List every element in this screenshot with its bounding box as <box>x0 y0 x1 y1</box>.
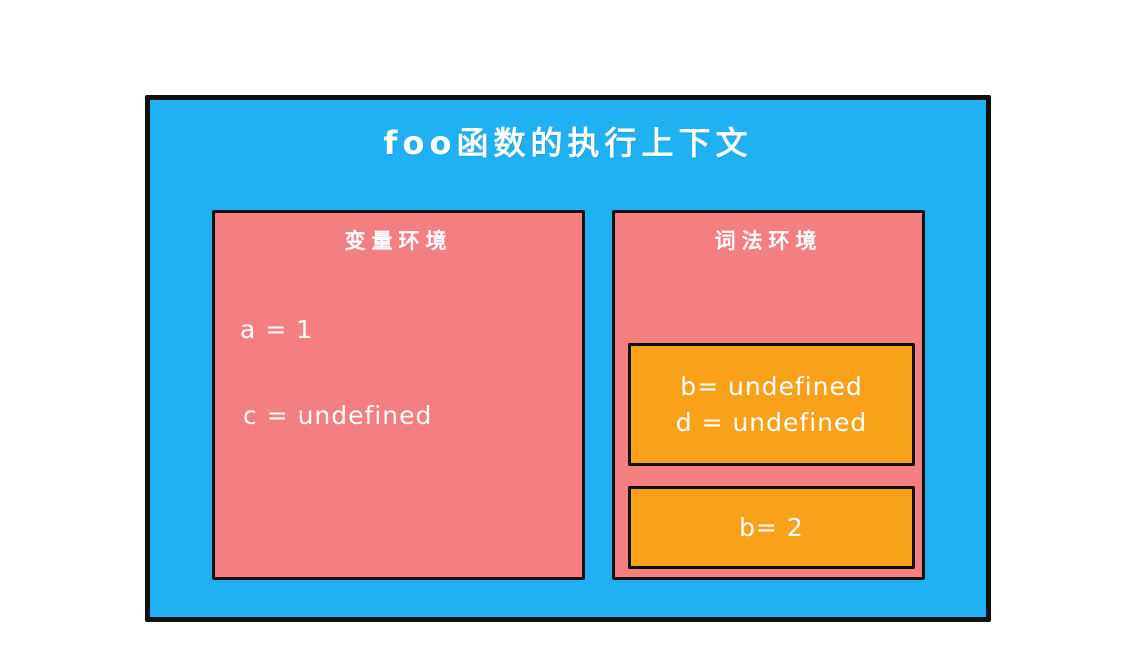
lexical-entry-b-undefined: b= undefined <box>680 371 863 401</box>
variable-entry-c: c = undefined <box>243 401 433 430</box>
diagram-title: foo函数的执行上下文 <box>383 124 753 162</box>
execution-context-box: foo函数的执行上下文 变量环境 a = 1 c = undefined 词法环… <box>145 95 991 622</box>
variable-entry-a: a = 1 <box>240 315 314 344</box>
variable-environment-title: 变量环境 <box>344 229 453 253</box>
lexical-block-b2: b= 2 <box>628 486 915 569</box>
lexical-entry-d-undefined: d = undefined <box>675 408 868 437</box>
lexical-environment-title: 词法环境 <box>714 229 823 253</box>
lexical-entry-b-2: b= 2 <box>739 512 804 542</box>
variable-environment-box: 变量环境 a = 1 c = undefined <box>212 210 585 580</box>
lexical-block-undefined: b= undefined d = undefined <box>628 343 915 466</box>
lexical-environment-box: 词法环境 b= undefined d = undefined b= 2 <box>612 210 925 580</box>
